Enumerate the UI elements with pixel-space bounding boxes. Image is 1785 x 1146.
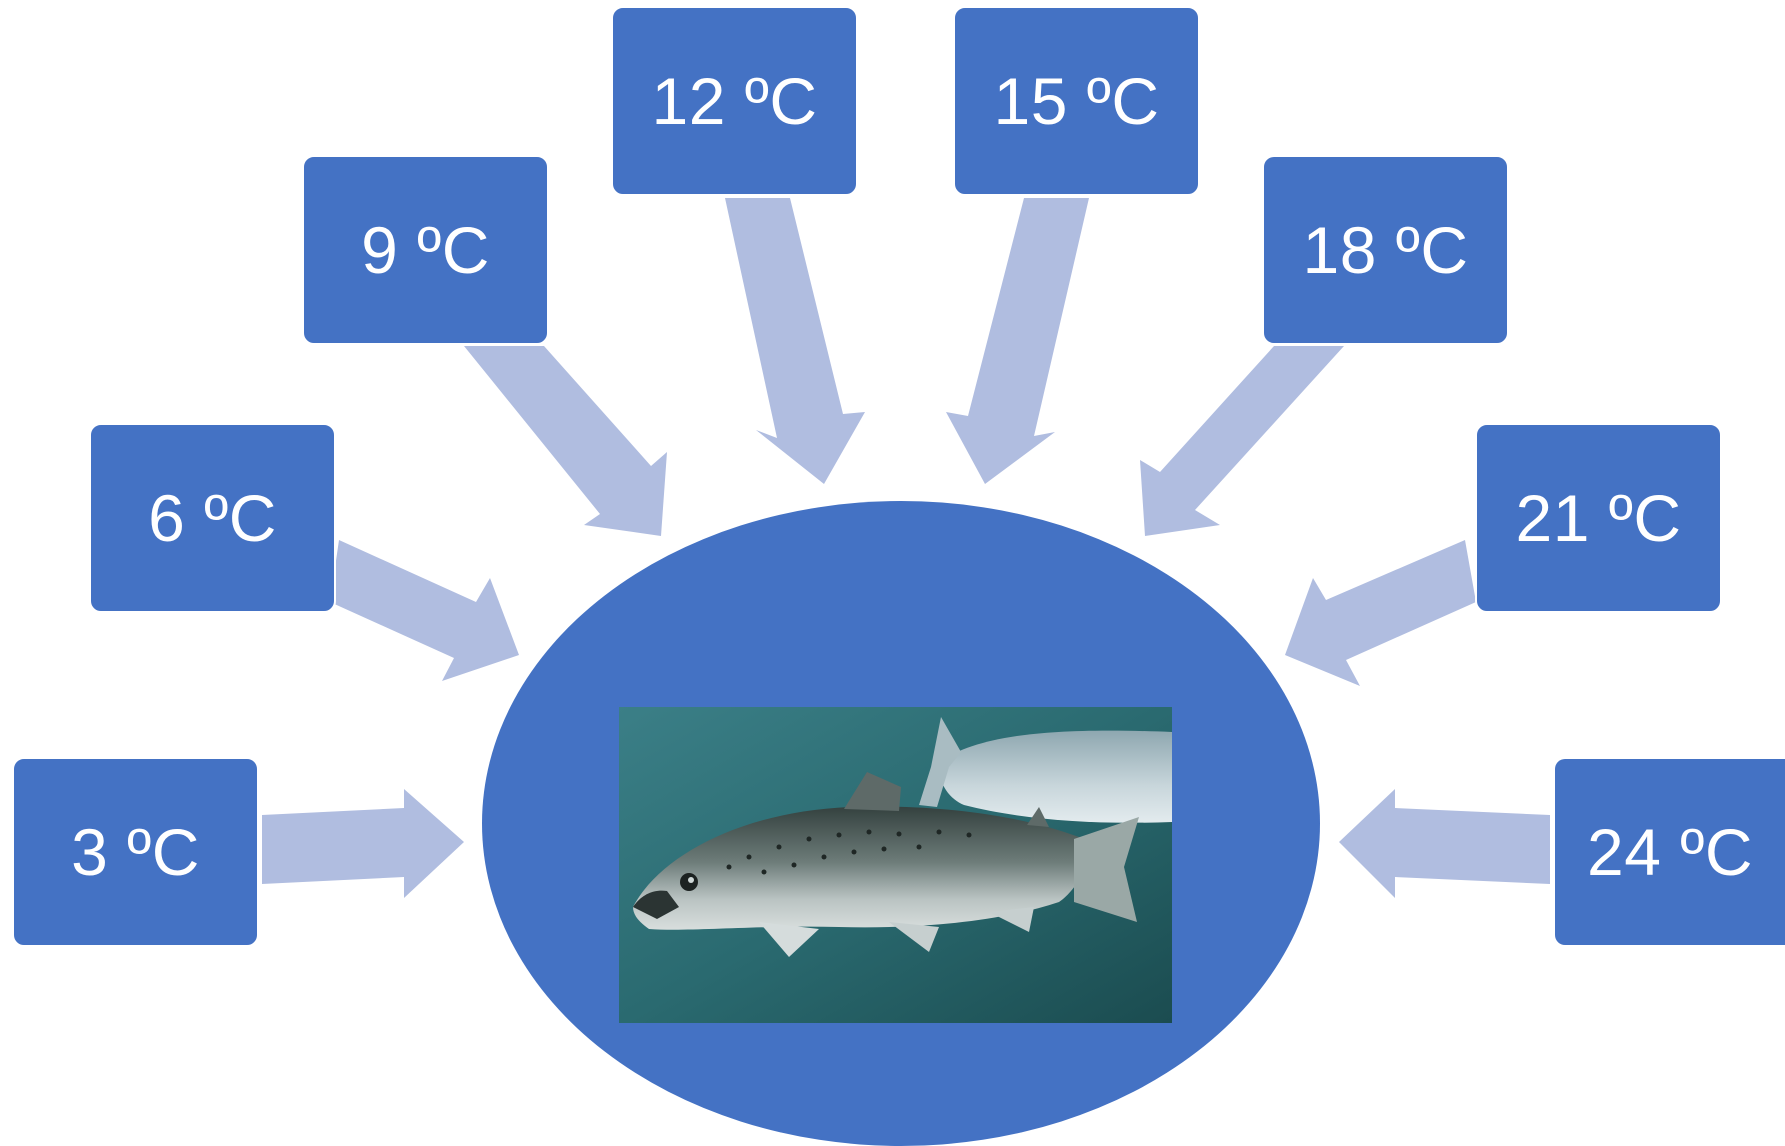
arrow-18c: [1140, 346, 1344, 536]
temp-label-15c: 15 ºC: [993, 64, 1160, 138]
temp-label-18c: 18 ºC: [1302, 213, 1469, 287]
temp-label-24c: 24 ºC: [1586, 815, 1754, 889]
arrow-9c: [464, 346, 667, 536]
salmon-photo: [619, 707, 1172, 1023]
arrow-21c: [1285, 540, 1476, 686]
arrow-3c: [262, 789, 464, 898]
temp-label-6c: 6 ºC: [148, 481, 277, 555]
temp-box-9c: 9 ºC: [302, 155, 549, 345]
temp-box-18c: 18 ºC: [1262, 155, 1509, 345]
temp-label-9c: 9 ºC: [361, 213, 490, 287]
temp-label-12c: 12 ºC: [651, 64, 818, 138]
temp-box-24c: 24 ºC: [1553, 757, 1785, 947]
arrow-6c: [330, 540, 519, 681]
arrow-24c: [1339, 789, 1550, 898]
temp-box-6c: 6 ºC: [89, 423, 336, 613]
temp-label-3c: 3 ºC: [71, 815, 200, 889]
temp-box-15c: 15 ºC: [953, 6, 1200, 196]
temp-box-3c: 3 ºC: [12, 757, 259, 947]
temp-label-21c: 21 ºC: [1515, 481, 1682, 555]
arrow-15c: [946, 198, 1089, 484]
arrow-12c: [725, 198, 865, 484]
temp-box-21c: 21 ºC: [1475, 423, 1722, 613]
temp-box-12c: 12 ºC: [611, 6, 858, 196]
